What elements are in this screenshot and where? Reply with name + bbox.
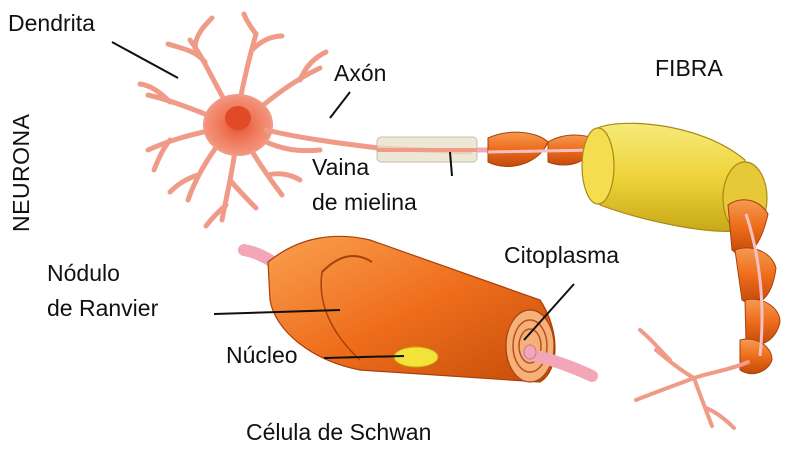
label-nodulo-line2: de Ranvier	[47, 295, 159, 321]
label-nodulo-line1: Nódulo	[47, 260, 120, 286]
leader-lines	[111, 41, 575, 359]
label-dendrita: Dendrita	[8, 10, 95, 36]
fiber-segments	[477, 131, 599, 167]
label-neurona: NEURONA	[8, 113, 34, 232]
label-fibra: FIBRA	[655, 55, 723, 81]
label-axon: Axón	[334, 60, 387, 86]
descending-segments	[727, 199, 781, 375]
axon	[263, 127, 473, 155]
schwann-cell	[238, 235, 598, 383]
yellow-sheath	[581, 122, 768, 235]
axon-terminals	[634, 328, 750, 430]
label-nucleo: Núcleo	[226, 342, 298, 368]
neuron-cell	[137, 11, 329, 229]
label-vaina-line1: Vaina	[312, 154, 370, 180]
label-citoplasma: Citoplasma	[504, 242, 620, 268]
label-vaina-line2: de mielina	[312, 189, 417, 215]
label-celula: Célula de Schwan	[246, 419, 432, 445]
